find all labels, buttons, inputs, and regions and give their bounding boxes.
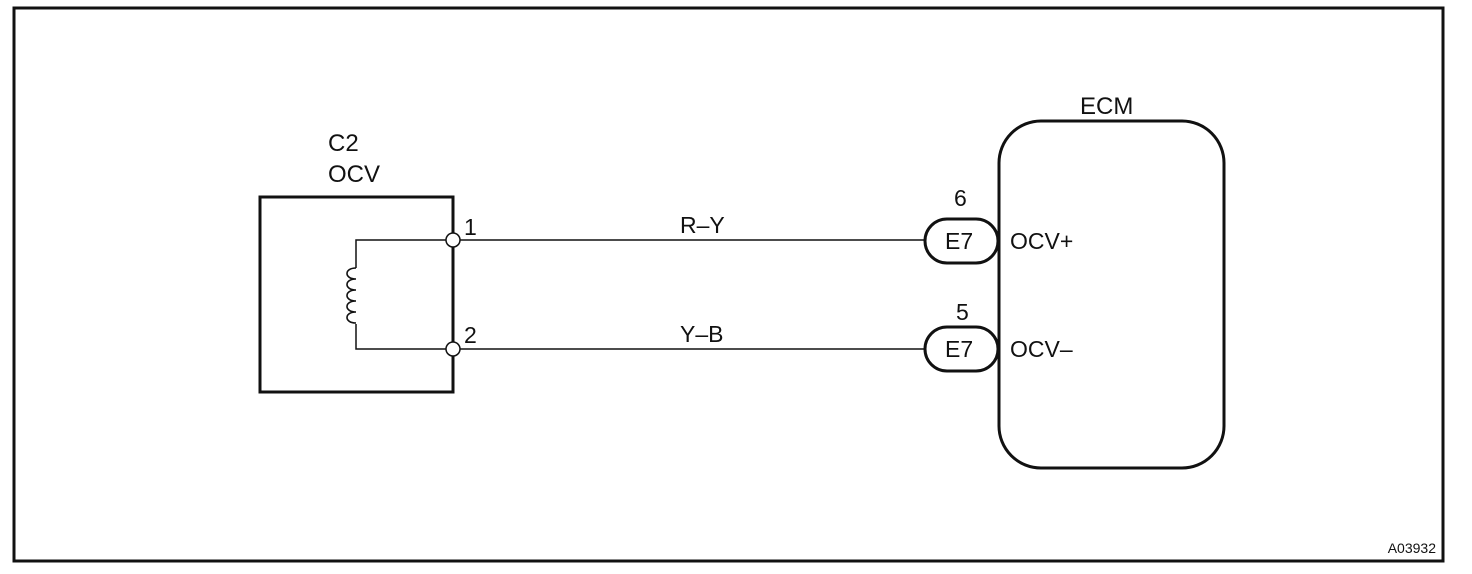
wire-y-b-label: Y–B <box>680 321 723 347</box>
pin-1-label: 1 <box>464 214 477 240</box>
connector-e7-label-bottom: E7 <box>945 336 973 362</box>
ecm-pin-6-label: 6 <box>954 185 967 211</box>
pin-2-terminal <box>445 341 461 357</box>
ecm-label: ECM <box>1080 93 1133 120</box>
connector-e7-pin5 <box>923 325 1000 373</box>
figure-id: A03932 <box>1388 540 1436 556</box>
ocv-name-label: OCV <box>328 161 380 188</box>
ocv-connector-label: C2 <box>328 130 359 157</box>
coil-icon <box>346 267 357 324</box>
connector-e7-pin6 <box>923 217 1000 265</box>
connector-e7-label-top: E7 <box>945 228 973 254</box>
pin-2-label: 2 <box>464 322 477 348</box>
ecm-box <box>997 119 1226 470</box>
coil-gap <box>350 268 362 324</box>
diagram-frame <box>12 6 1445 563</box>
pin-1-terminal <box>445 232 461 248</box>
ecm-pin-5-label: 5 <box>956 299 969 325</box>
wire-r-y-label: R–Y <box>680 212 725 238</box>
ocv-plus-signal-label: OCV+ <box>1010 228 1073 254</box>
ocv-box <box>258 195 455 394</box>
ocv-minus-signal-label: OCV– <box>1010 336 1073 362</box>
